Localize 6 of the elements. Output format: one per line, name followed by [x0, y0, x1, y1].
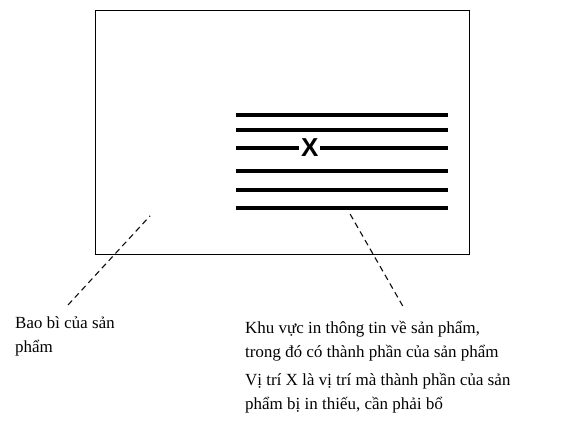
note-text: Vị trí X là vị trí mà thành phần của sản phẩm bị in thiếu, cần phải bổ: [245, 369, 512, 415]
leader-line: [68, 215, 151, 306]
callout-text: Bao bì của sản phẩm: [15, 312, 115, 358]
callout-text: Khu vực in thông tin về sản phẩm, trong đó có thành phần của sản phẩm: [245, 317, 500, 363]
package-outline: [95, 10, 470, 255]
printed-info-area: [236, 111, 448, 211]
